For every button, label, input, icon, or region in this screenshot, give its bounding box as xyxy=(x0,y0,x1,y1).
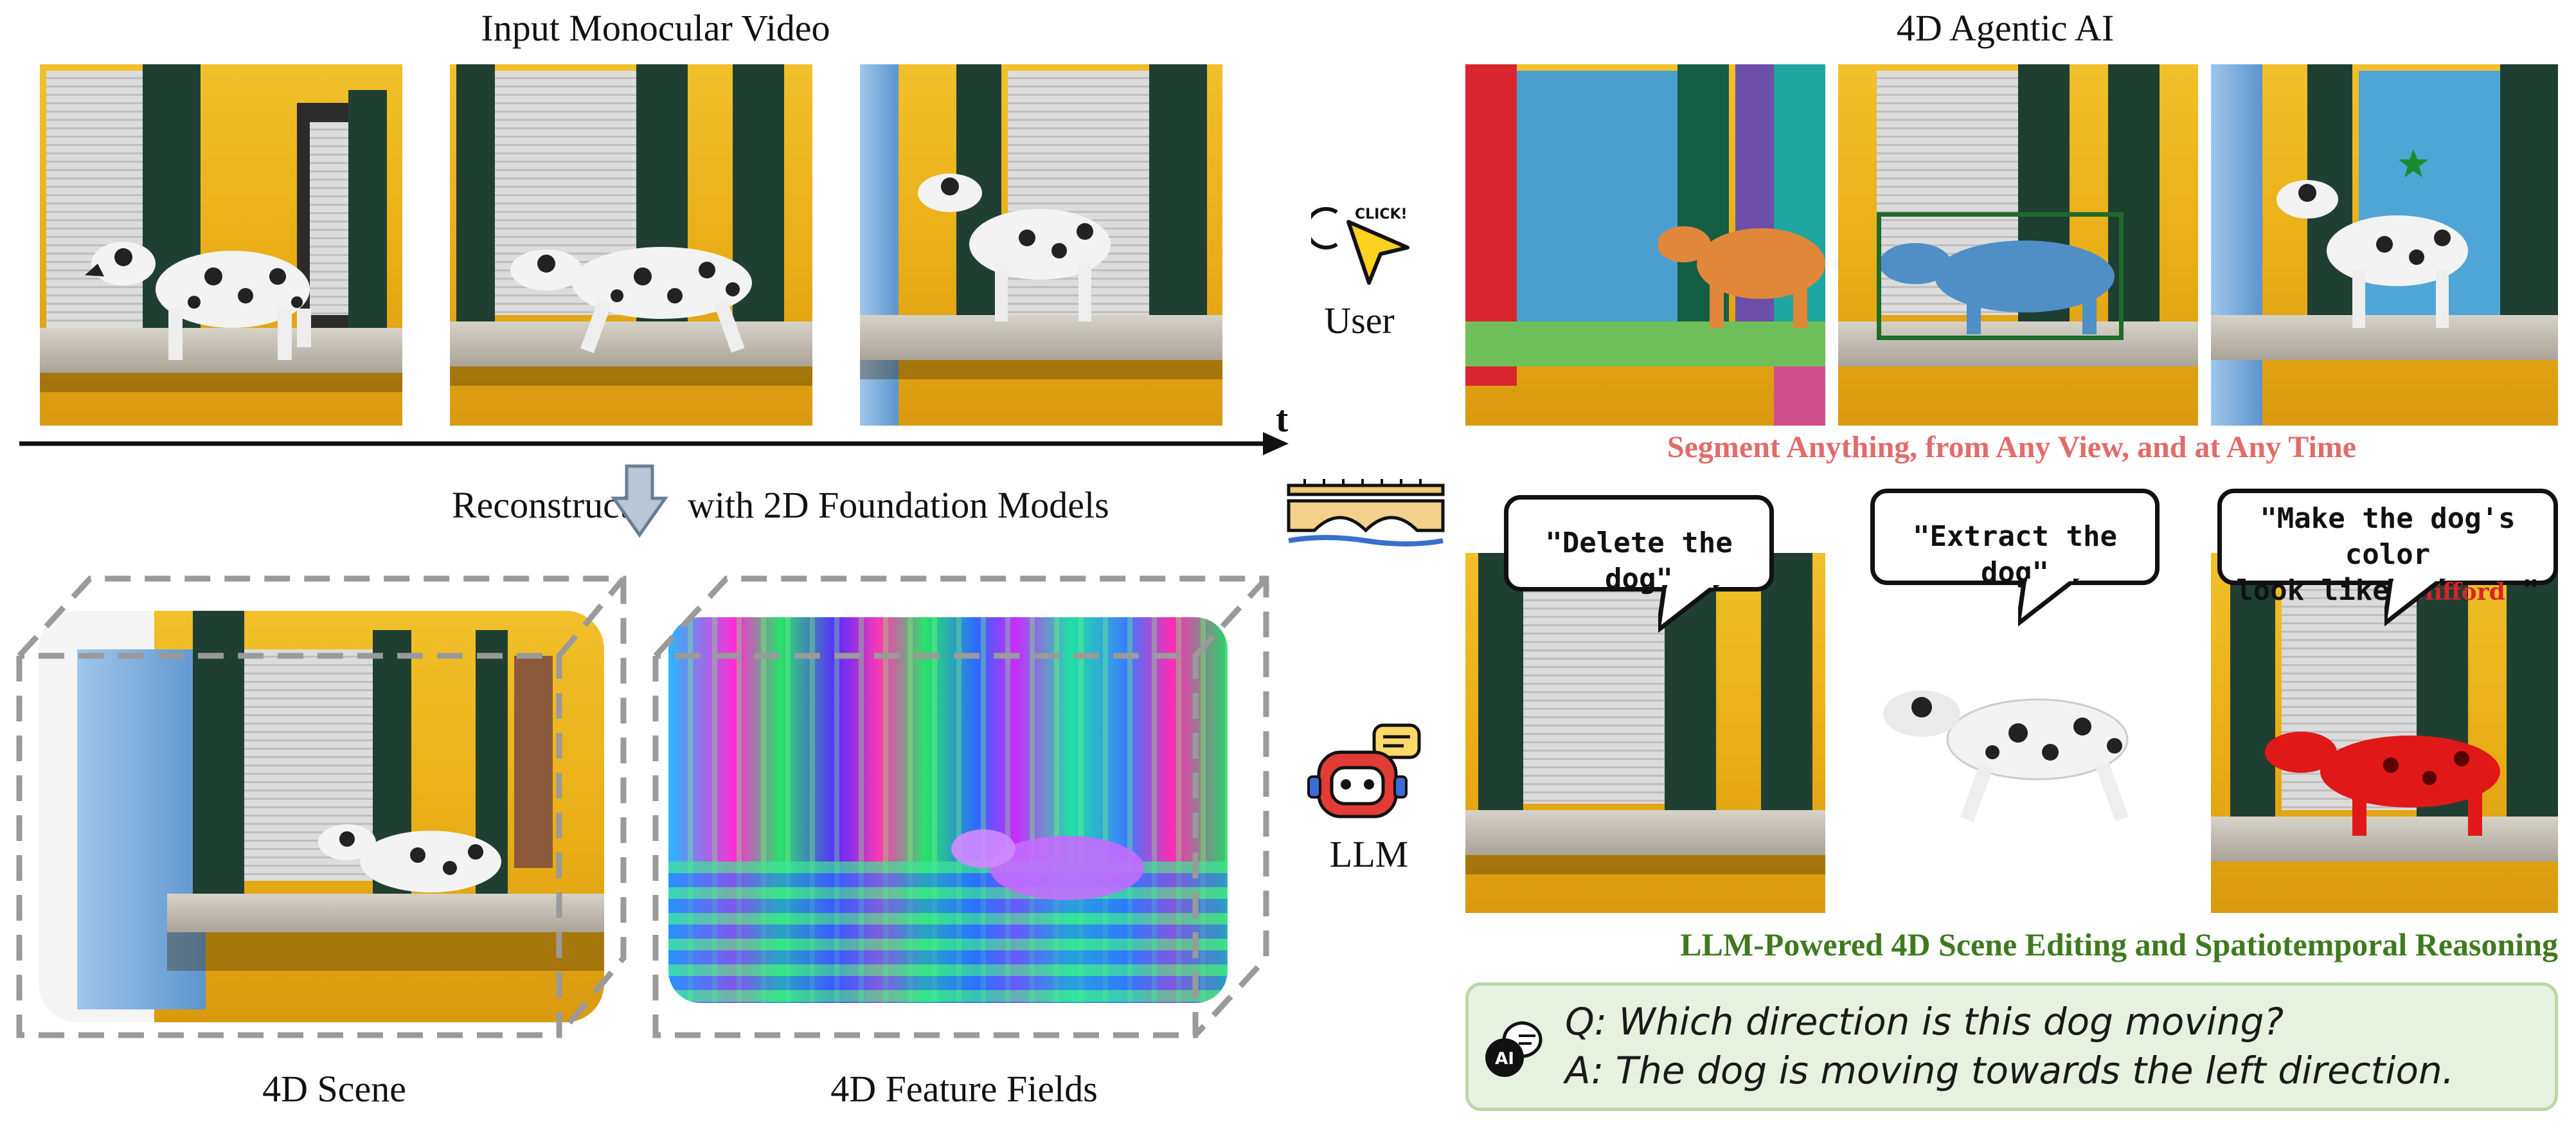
dalmatian-dog xyxy=(85,242,311,360)
extract-bubble: "Extract the dog" xyxy=(1870,489,2160,589)
4d-feature-field-render xyxy=(668,617,1228,1003)
4d-scene-render xyxy=(39,611,604,1022)
llm-label: LLM xyxy=(1329,833,1409,875)
4d-feature-caption: 4D Feature Fields xyxy=(830,1068,1098,1110)
4d-feature-cube xyxy=(652,575,1269,1038)
edit-delete-frame xyxy=(1465,553,1825,913)
editing-caption: LLM-Powered 4D Scene Editing and Spatiot… xyxy=(1680,926,2558,962)
delete-bubble: "Delete the dog" xyxy=(1504,495,1774,595)
agentic-ai-title: 4D Agentic AI xyxy=(1896,7,2115,49)
4d-scene-cube xyxy=(16,575,627,1038)
qa-answer: A: The dog is moving towards the left di… xyxy=(1565,1049,2455,1092)
foundation-models-label: with 2D Foundation Models xyxy=(688,484,1109,526)
bridge-icon xyxy=(1287,479,1445,546)
time-axis xyxy=(19,432,1289,455)
click-cursor-icon: CLICK! xyxy=(1311,206,1409,285)
segment-frame-1 xyxy=(1465,64,1825,426)
segment-frame-3 xyxy=(2211,64,2558,426)
input-video-title: Input Monocular Video xyxy=(481,7,830,49)
input-frame-3 xyxy=(860,64,1222,426)
bubble-tail xyxy=(1658,585,1720,633)
dalmatian-dog xyxy=(918,174,1111,321)
reconstruct-label: Reconstruct xyxy=(451,484,630,526)
user-label: User xyxy=(1324,300,1395,341)
segment-frame-2 xyxy=(1838,64,2198,426)
segment-caption: Segment Anything, from Any View, and at … xyxy=(1667,430,2357,464)
edit-recolor-frame xyxy=(2211,553,2558,913)
svg-text:CLICK!: CLICK! xyxy=(1355,206,1408,222)
input-frame-1 xyxy=(40,64,402,426)
4d-scene-caption: 4D Scene xyxy=(262,1068,406,1110)
robot-llm-icon xyxy=(1307,723,1421,818)
qa-box: AI Q: Which direction is this dog moving… xyxy=(1465,982,2558,1111)
bounding-box xyxy=(1877,212,2124,340)
star-icon xyxy=(2399,149,2428,177)
edit-extract-frame xyxy=(1838,553,2198,913)
time-label: t xyxy=(1276,398,1289,440)
ai-chat-icon: AI xyxy=(1485,1021,1543,1077)
down-arrow-icon xyxy=(611,464,668,538)
bubble-tail xyxy=(2018,579,2080,627)
input-frame-2 xyxy=(450,64,812,426)
qa-question: Q: Which direction is this dog moving? xyxy=(1565,1000,2284,1043)
recolor-bubble: "Make the dog's color look like Clifford… xyxy=(2217,489,2558,607)
svg-text:AI: AI xyxy=(1495,1049,1514,1069)
dalmatian-dog xyxy=(510,247,752,354)
bubble-tail xyxy=(2384,579,2446,627)
